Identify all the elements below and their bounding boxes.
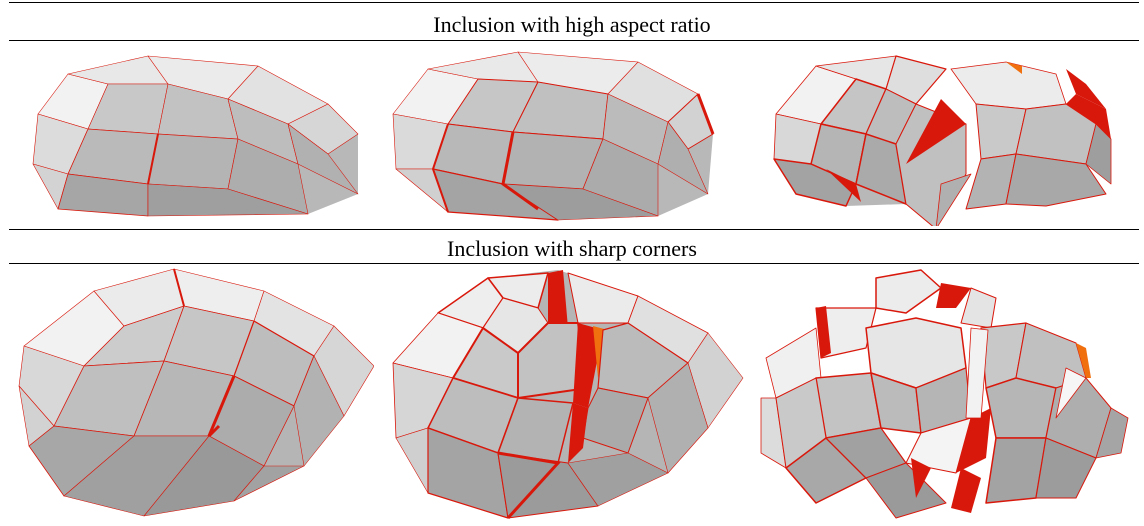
panel-sharp-fractured <box>756 268 1136 524</box>
section-rule-2 <box>9 263 1139 264</box>
section-rule-2-top <box>9 229 1139 230</box>
mesh-sharp-partial-crack <box>392 270 744 520</box>
section-rule-1 <box>9 40 1139 41</box>
panel-elongated-fractured <box>766 44 1126 226</box>
top-rule <box>9 2 1139 3</box>
panel-sharp-intact <box>14 266 374 524</box>
mesh-sharp-fractured <box>760 269 1129 519</box>
mesh-elongated-partial-crack <box>392 51 715 221</box>
section-title-high-aspect-ratio: Inclusion with high aspect ratio <box>433 12 711 37</box>
mesh-elongated-fractured <box>773 55 1112 226</box>
section-title-sharp-corners: Inclusion with sharp corners <box>447 236 697 261</box>
panel-sharp-partial-crack <box>388 268 748 524</box>
mesh-elongated-intact <box>32 55 359 217</box>
panel-elongated-intact <box>28 44 368 224</box>
mesh-sharp-intact <box>18 268 374 517</box>
panel-elongated-partial-crack <box>388 44 728 224</box>
